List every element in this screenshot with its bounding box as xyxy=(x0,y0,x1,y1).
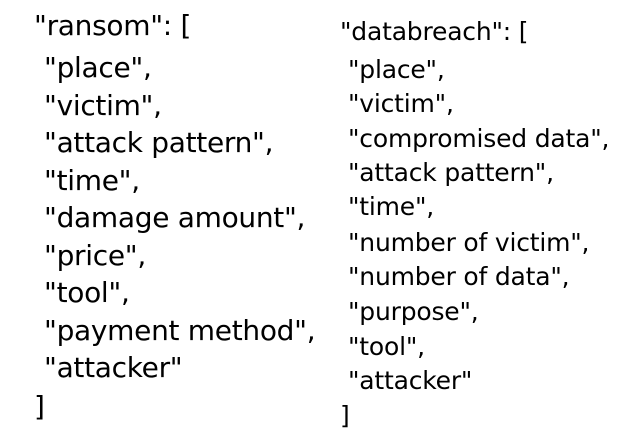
databreach-item: "victim", xyxy=(348,89,454,118)
databreach-header: "databreach": [ xyxy=(340,17,529,46)
ransom-item: "attacker" xyxy=(44,351,183,384)
databreach-item: "attack pattern", xyxy=(348,158,554,187)
databreach-item: "attacker" xyxy=(348,366,473,395)
ransom-item: "place", xyxy=(44,51,152,84)
ransom-footer: ] xyxy=(34,390,45,423)
databreach-item: "number of victim", xyxy=(348,228,590,257)
ransom-item: "payment method", xyxy=(44,314,316,347)
databreach-item: "tool", xyxy=(348,332,425,361)
databreach-footer: ] xyxy=(340,401,350,430)
databreach-item: "time", xyxy=(348,192,435,221)
ransom-item: "damage amount", xyxy=(44,201,306,234)
databreach-item: "purpose", xyxy=(348,297,479,326)
ransom-item: "time", xyxy=(44,164,140,197)
ransom-header: "ransom": [ xyxy=(34,9,192,42)
ransom-item: "victim", xyxy=(44,89,162,122)
databreach-item: "compromised data", xyxy=(348,124,610,153)
databreach-item: "place", xyxy=(348,55,445,84)
databreach-item: "number of data", xyxy=(348,262,570,291)
ransom-item: "tool", xyxy=(44,276,130,309)
ransom-item: "price", xyxy=(44,239,146,272)
ransom-item: "attack pattern", xyxy=(44,126,274,159)
